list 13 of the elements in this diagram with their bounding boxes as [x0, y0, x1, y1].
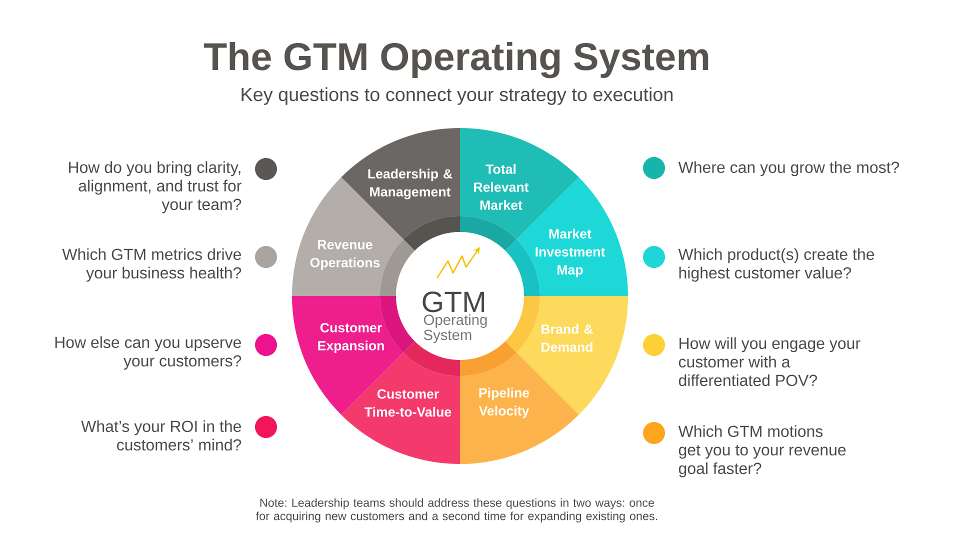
question-text: What’s your ROI in the customers’ mind?: [81, 420, 242, 451]
question-text: Which GTM metrics drive your business health?: [62, 248, 242, 282]
subtitle: Key questions to connect your strategy to execution: [242, 87, 673, 105]
question-text: Which GTM motions get you to your revenue goal faster?: [678, 425, 846, 478]
question-text: Which product(s) create the highest customer value?: [678, 248, 874, 282]
title: The GTM Operating System: [204, 42, 708, 78]
node-label: GTM: [422, 292, 484, 312]
note-text: Note: Leadership teams should address these questions in two ways: once for acquiring new customers and a second time for expanding existing ones.: [256, 498, 658, 523]
question-text: How else can you upserve your customers?: [55, 336, 242, 370]
question-text: How will you engage your customer with a differentiated POV?: [678, 337, 860, 386]
question-text: How do you bring clarity, alignment, and trust for your team?: [69, 161, 242, 214]
question-text: Where can you grow the most?: [678, 161, 900, 176]
node-label: Operating System: [424, 314, 487, 343]
